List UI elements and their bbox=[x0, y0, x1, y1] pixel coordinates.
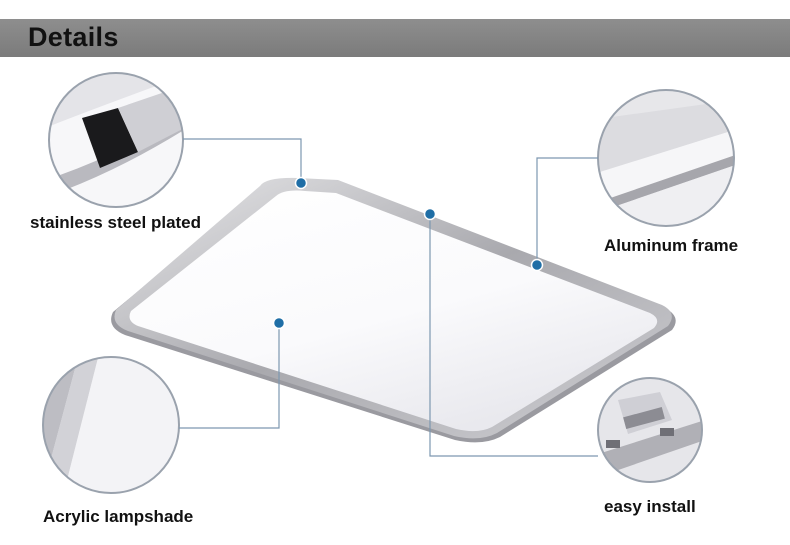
leader-lines bbox=[179, 138, 598, 457]
leader-install bbox=[429, 214, 598, 457]
section-header: Details bbox=[0, 19, 790, 57]
leader-aluminum bbox=[536, 157, 598, 264]
marker-aluminum bbox=[530, 258, 544, 272]
label-install: easy install bbox=[604, 497, 696, 516]
top-margin bbox=[0, 0, 790, 19]
marker-acrylic bbox=[272, 316, 286, 330]
ceiling-lamp bbox=[111, 177, 676, 443]
leader-acrylic bbox=[179, 324, 280, 429]
detail-circle-stainless bbox=[48, 72, 184, 208]
section-title: Details bbox=[28, 22, 119, 52]
detail-circle-install bbox=[597, 377, 703, 483]
label-aluminum: Aluminum frame bbox=[604, 236, 739, 255]
label-stainless: stainless steel plated bbox=[30, 213, 202, 232]
detail-circle-acrylic bbox=[42, 356, 180, 494]
marker-install bbox=[423, 207, 437, 221]
acrylic-lampshade bbox=[129, 190, 658, 432]
label-acrylic: Acrylic lampshade bbox=[43, 507, 194, 526]
marker-stainless bbox=[294, 176, 308, 190]
leader-stainless bbox=[183, 138, 302, 182]
detail-circle-aluminum bbox=[597, 89, 735, 227]
